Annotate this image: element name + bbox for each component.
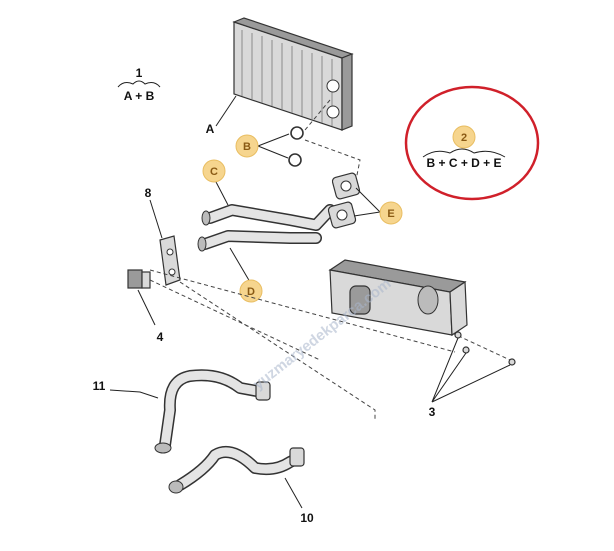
label-b: B [243, 141, 251, 153]
hose-10 [168, 446, 305, 494]
leader-10 [284, 477, 303, 509]
leader-d [229, 247, 251, 283]
label-8: 8 [145, 186, 152, 200]
dash-bracket-hose [179, 281, 376, 420]
highlight-circle [404, 85, 540, 201]
formula-2: 2 B + C + D + E [404, 85, 540, 201]
formula-1-brace [117, 80, 161, 88]
screw-1 [454, 331, 462, 339]
callout-e [379, 201, 403, 225]
callout-b [235, 134, 259, 158]
leader-11 [109, 389, 159, 399]
label-10: 10 [300, 511, 314, 525]
leader-c [214, 179, 229, 206]
formula-1: 1 A + B [117, 66, 161, 103]
o-ring-2 [288, 153, 302, 167]
o-ring-1 [290, 126, 304, 140]
leader-8 [149, 199, 163, 239]
label-3: 3 [429, 405, 436, 419]
screw-3 [508, 358, 516, 366]
formula-2-expression: B + C + D + E [426, 156, 501, 170]
label-4: 4 [157, 330, 164, 344]
bracket [159, 235, 181, 286]
flange-seals [327, 172, 361, 229]
label-e: E [387, 208, 394, 220]
formula-2-brace [422, 148, 506, 158]
label-a: A [206, 122, 215, 136]
leader-b [257, 133, 290, 159]
dash-clip [149, 279, 321, 361]
pipe-pair [197, 204, 336, 252]
leader-e [353, 187, 381, 217]
heater-housing [328, 259, 468, 337]
screw-2 [462, 346, 470, 354]
hose-11 [154, 369, 271, 454]
formula-2-badge [452, 125, 476, 149]
formula-1-expression: A + B [124, 89, 155, 103]
dash-outlets [304, 99, 361, 181]
formula-1-number: 1 [136, 66, 143, 80]
label-c: C [210, 166, 218, 178]
callout-c [202, 159, 226, 183]
leader-3 [431, 337, 511, 403]
callout-d [239, 279, 263, 303]
label-d: D [247, 286, 255, 298]
leader-4 [137, 289, 156, 326]
clip [127, 269, 151, 289]
dash-bracket-box [149, 269, 456, 353]
formula-2-number: 2 [461, 132, 467, 144]
heater-core [232, 17, 354, 131]
label-11: 11 [93, 379, 106, 393]
leader-a [215, 95, 237, 127]
